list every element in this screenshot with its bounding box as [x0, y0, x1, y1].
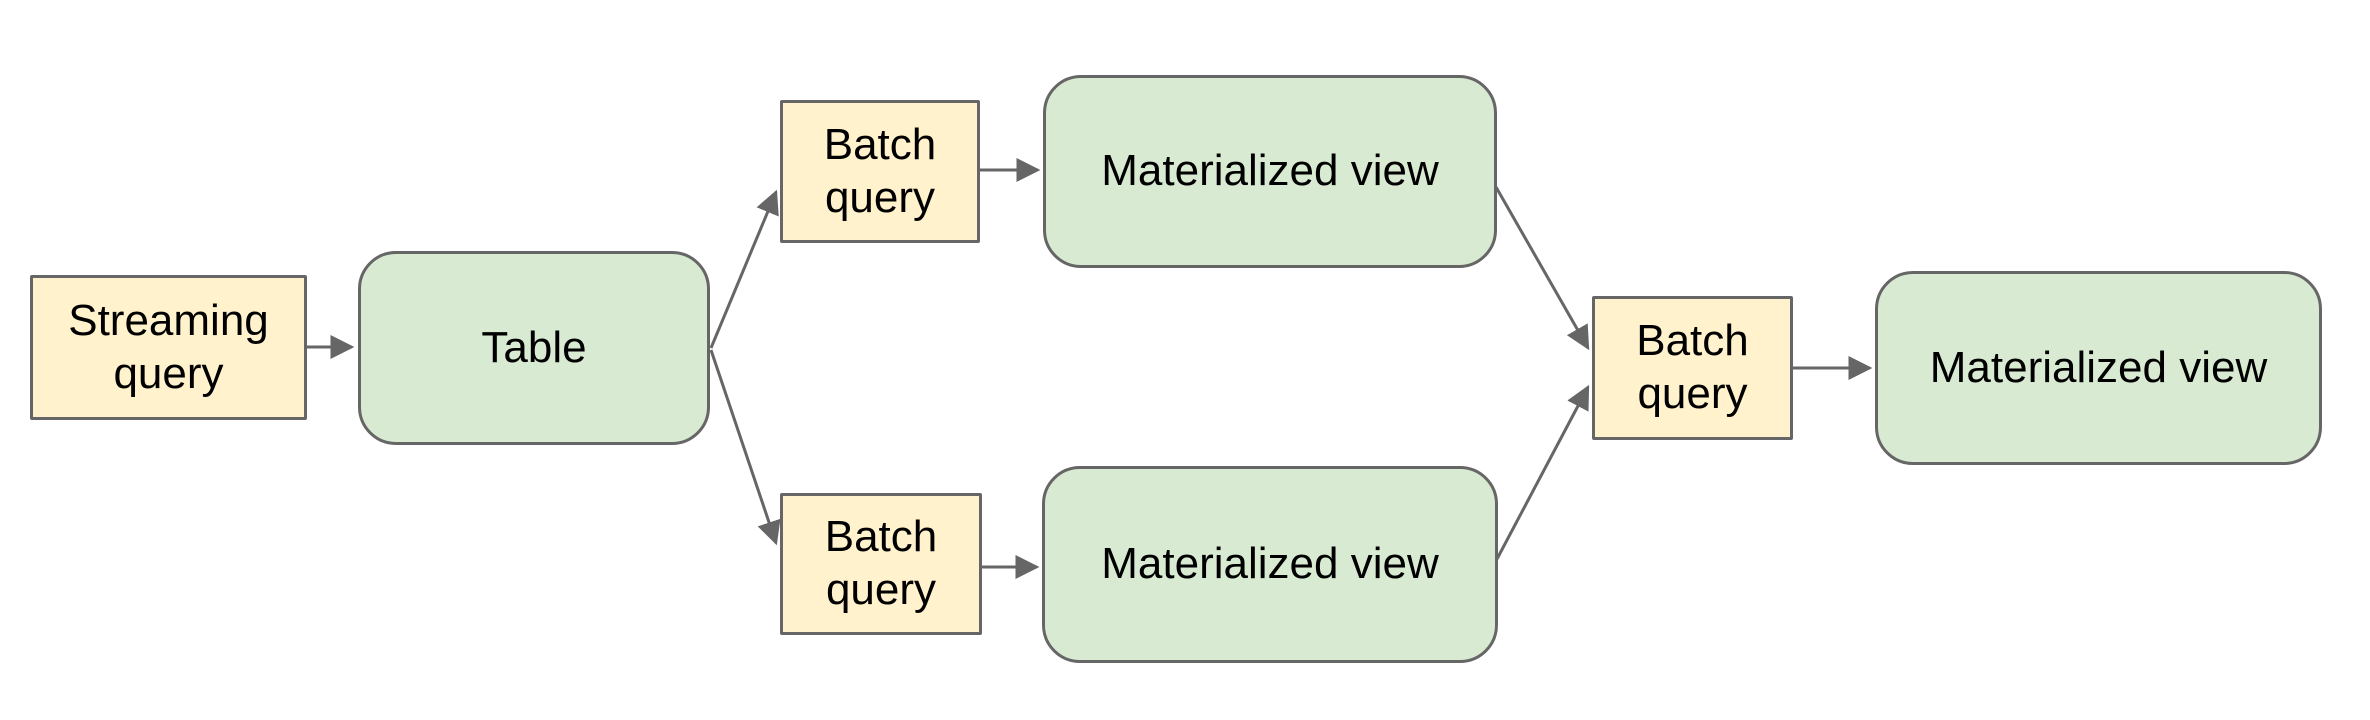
node-streaming-query-label: Streaming query — [68, 295, 269, 398]
node-materialized-view-top: Materialized view — [1043, 75, 1497, 268]
node-materialized-view-final: Materialized view — [1875, 271, 2322, 465]
connector-table-to-batch-query-top — [709, 189, 779, 349]
node-batch-query-top: Batch query — [780, 100, 980, 243]
node-batch-query-right: Batch query — [1592, 296, 1793, 440]
node-batch-query-right-label: Batch query — [1636, 316, 1749, 418]
node-table: Table — [358, 251, 710, 445]
node-table-label: Table — [481, 322, 587, 372]
connector-materialized-view-top-to-batch-query-right — [1494, 186, 1590, 351]
node-batch-query-top-label: Batch query — [823, 119, 937, 222]
connector-table-to-batch-query-bottom — [709, 349, 781, 546]
node-materialized-view-final-label: Materialized view — [1929, 342, 2268, 392]
node-materialized-view-top-label: Materialized view — [1101, 146, 1439, 196]
node-batch-query-bottom-label: Batch query — [824, 512, 938, 614]
connector-materialized-view-bottom-to-batch-query-right — [1495, 384, 1590, 560]
node-streaming-query: Streaming query — [30, 275, 307, 420]
node-materialized-view-bottom: Materialized view — [1042, 466, 1498, 663]
node-materialized-view-bottom-label: Materialized view — [1101, 539, 1439, 589]
node-batch-query-bottom: Batch query — [780, 493, 982, 635]
